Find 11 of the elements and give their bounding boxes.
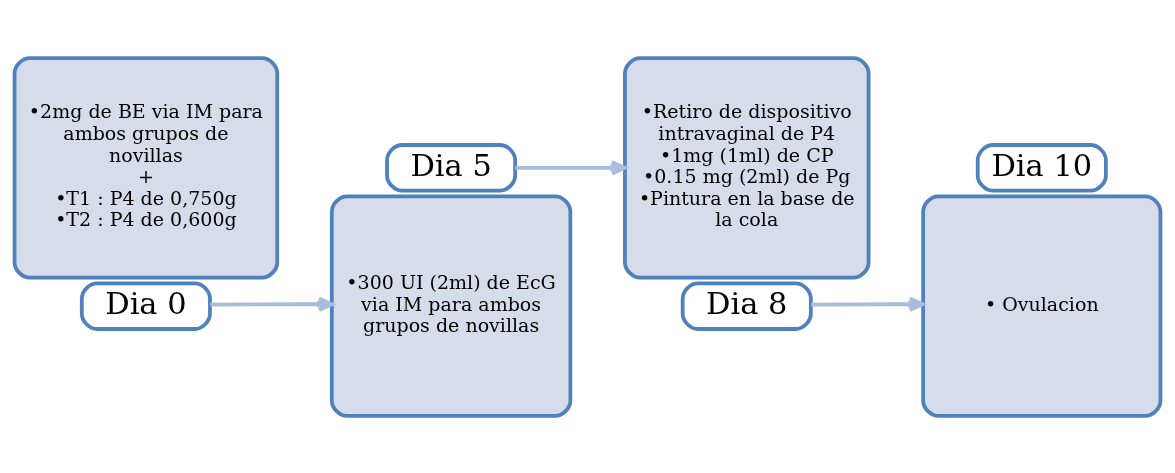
node-box: •300 UI (2ml) de EcG via IM para ambos grupos de novillas: [329, 194, 573, 418]
arrow: [811, 296, 925, 312]
node-box: • Ovulacion: [921, 194, 1163, 418]
node-box: Dia 10: [975, 142, 1108, 193]
node-box: Dia 0: [79, 280, 212, 331]
node-box: Dia 5: [385, 142, 518, 193]
node-box: •2mg de BE via IM para ambos grupos de novillas + •T1 : P4 de 0,750g •T2 : P4 de 0,600g: [12, 55, 280, 279]
arrow: [210, 296, 334, 312]
node-box: •Retiro de dispositivo intravaginal de P4 •1mg (1ml) de CP •0.15 mg (2ml) de Pg •Pintura en la base de la cola: [623, 55, 871, 279]
node-box: Dia 8: [680, 280, 813, 331]
arrow: [515, 159, 627, 175]
